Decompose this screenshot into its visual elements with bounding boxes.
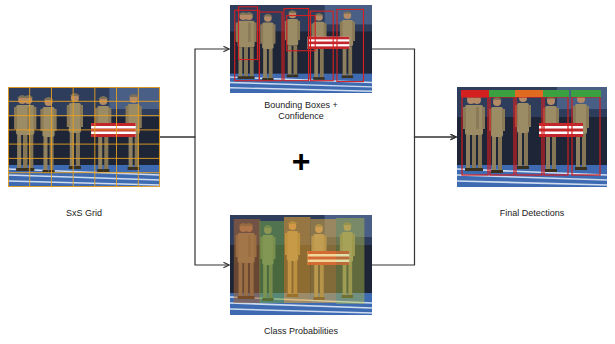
- flow-arrow: [160, 49, 229, 137]
- image-frame: [230, 5, 372, 93]
- flow-arrow: [160, 137, 229, 265]
- image-caption: Class Probabilities: [236, 326, 366, 337]
- flow-arrow: [372, 137, 456, 265]
- flow-arrow: [372, 49, 456, 137]
- image-frame: [457, 87, 607, 187]
- plus-sign: +: [281, 143, 321, 179]
- final-detection-image: [457, 87, 607, 187]
- class-probability-image: [230, 215, 372, 315]
- bounding-box-image: [230, 5, 372, 93]
- image-node: Bounding Boxes + Confidence: [230, 5, 372, 122]
- image-frame: [8, 87, 160, 187]
- image-node: Class Probabilities: [230, 215, 372, 337]
- image-node: SxS Grid: [8, 87, 160, 219]
- image-node: Final Detections: [457, 87, 607, 219]
- grid-image: [8, 87, 160, 187]
- image-caption: Final Detections: [472, 208, 592, 219]
- image-caption: SxS Grid: [29, 208, 139, 219]
- image-caption: Bounding Boxes + Confidence: [262, 100, 340, 122]
- image-frame: [230, 215, 372, 315]
